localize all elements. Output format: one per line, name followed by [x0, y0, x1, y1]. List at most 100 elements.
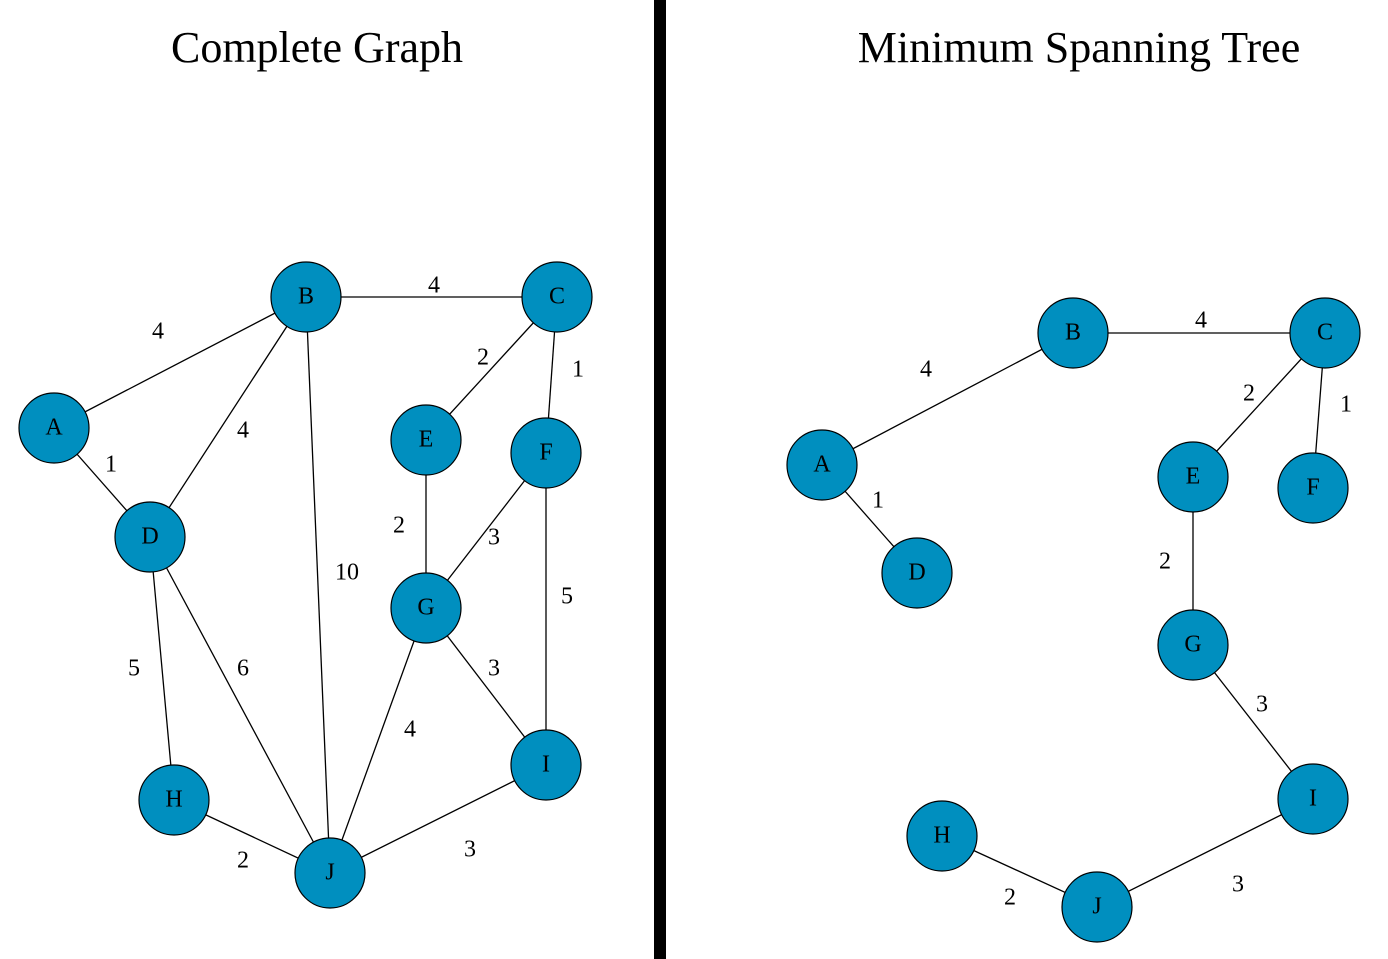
- node-F: F: [510, 417, 582, 489]
- edge-J-I: [329, 764, 547, 874]
- node-E-circle: [390, 404, 462, 476]
- edge-D-J: [149, 536, 331, 874]
- edge-weight-D-J: 6: [237, 656, 249, 682]
- node-B-label: B: [298, 284, 314, 310]
- complete-graph-edges: [53, 296, 558, 874]
- node-H-label: H: [933, 823, 950, 849]
- edge-J-I: [1096, 798, 1314, 908]
- complete-graph-title: Complete Graph: [171, 23, 463, 72]
- node-F-label: F: [1306, 475, 1319, 501]
- node-B-circle: [1037, 297, 1109, 369]
- edge-G-J: [329, 607, 427, 874]
- edge-weight-B-J: 10: [335, 560, 359, 586]
- complete-graph-nodes: A B C D E F G H I J: [18, 261, 593, 909]
- node-C-circle: [1289, 297, 1361, 369]
- node-I-circle: [1277, 763, 1349, 835]
- node-F: F: [1277, 452, 1349, 524]
- node-J: J: [294, 837, 366, 909]
- node-B: B: [270, 261, 342, 333]
- edge-B-J: [305, 296, 331, 874]
- node-A-circle: [786, 429, 858, 501]
- node-H: H: [138, 764, 210, 836]
- edge-weight-C-F: 1: [1340, 392, 1352, 418]
- node-E-label: E: [419, 427, 434, 453]
- edge-weight-H-J: 2: [237, 848, 249, 874]
- node-A-label: A: [813, 452, 831, 478]
- node-A: A: [786, 429, 858, 501]
- edge-weight-C-E: 2: [477, 345, 489, 371]
- node-D: D: [114, 501, 186, 573]
- node-E: E: [390, 404, 462, 476]
- node-H-label: H: [165, 787, 182, 813]
- edge-weight-B-D: 4: [237, 418, 249, 444]
- node-I-label: I: [542, 752, 550, 778]
- edge-weight-C-F: 1: [572, 357, 584, 383]
- node-I: I: [1277, 763, 1349, 835]
- node-A-circle: [18, 392, 90, 464]
- node-A-label: A: [45, 415, 63, 441]
- node-B-circle: [270, 261, 342, 333]
- edge-weight-B-C: 4: [1195, 308, 1207, 334]
- node-G-label: G: [417, 595, 434, 621]
- node-D-label: D: [141, 524, 158, 550]
- edge-weight-B-C: 4: [428, 273, 440, 299]
- node-A: A: [18, 392, 90, 464]
- node-C: C: [1289, 297, 1361, 369]
- edge-weight-A-D: 1: [105, 452, 117, 478]
- node-D-circle: [881, 537, 953, 609]
- minimum-spanning-tree-title: Minimum Spanning Tree: [858, 23, 1301, 72]
- node-G: G: [390, 572, 462, 644]
- node-J-circle: [1061, 871, 1133, 943]
- node-B: B: [1037, 297, 1109, 369]
- mst-edges: [821, 332, 1326, 908]
- edge-A-B: [53, 296, 307, 429]
- node-B-label: B: [1065, 320, 1081, 346]
- edge-weight-G-I: 3: [488, 656, 500, 682]
- edge-weight-C-E: 2: [1243, 381, 1255, 407]
- node-G: G: [1157, 609, 1229, 681]
- node-H-circle: [138, 764, 210, 836]
- node-F-circle: [1277, 452, 1349, 524]
- panel-divider: [654, 0, 666, 959]
- node-F-circle: [510, 417, 582, 489]
- node-G-label: G: [1184, 632, 1201, 658]
- complete-graph-weights: 4 1 4 4 10 2 1 2 3 5 5 6 4 3 2 3: [105, 273, 584, 874]
- node-E-label: E: [1186, 464, 1201, 490]
- edge-weight-A-B: 4: [152, 319, 164, 345]
- edge-weight-F-I: 5: [561, 584, 573, 610]
- edge-weight-H-J: 2: [1004, 885, 1016, 911]
- edge-weight-F-G: 3: [488, 525, 500, 551]
- node-I-circle: [510, 729, 582, 801]
- node-C-label: C: [1317, 320, 1333, 346]
- node-D-label: D: [908, 560, 925, 586]
- edge-weight-A-D: 1: [872, 488, 884, 514]
- node-H: H: [906, 800, 978, 872]
- node-C-label: C: [549, 284, 565, 310]
- edge-weight-E-G: 2: [1159, 549, 1171, 575]
- edge-weight-J-I: 3: [464, 837, 476, 863]
- node-D-circle: [114, 501, 186, 573]
- complete-graph-panel: Complete Graph 4 1 4 4 10 2 1 2 3 5 5 6 4 3 2 3 A B C D E F G…: [18, 23, 593, 909]
- node-G-circle: [1157, 609, 1229, 681]
- node-D: D: [881, 537, 953, 609]
- edge-weight-E-G: 2: [393, 513, 405, 539]
- node-J-circle: [294, 837, 366, 909]
- node-F-label: F: [539, 440, 552, 466]
- edge-weight-D-H: 5: [128, 656, 140, 682]
- node-J-label: J: [325, 860, 334, 886]
- node-H-circle: [906, 800, 978, 872]
- node-I-label: I: [1309, 786, 1317, 812]
- edge-A-B: [821, 332, 1074, 466]
- node-E: E: [1157, 441, 1229, 513]
- node-C-circle: [521, 261, 593, 333]
- node-C: C: [521, 261, 593, 333]
- edge-weight-G-J: 4: [404, 717, 416, 743]
- edge-D-H: [149, 536, 175, 801]
- edge-weight-A-B: 4: [920, 357, 932, 383]
- node-G-circle: [390, 572, 462, 644]
- edge-weight-J-I: 3: [1232, 872, 1244, 898]
